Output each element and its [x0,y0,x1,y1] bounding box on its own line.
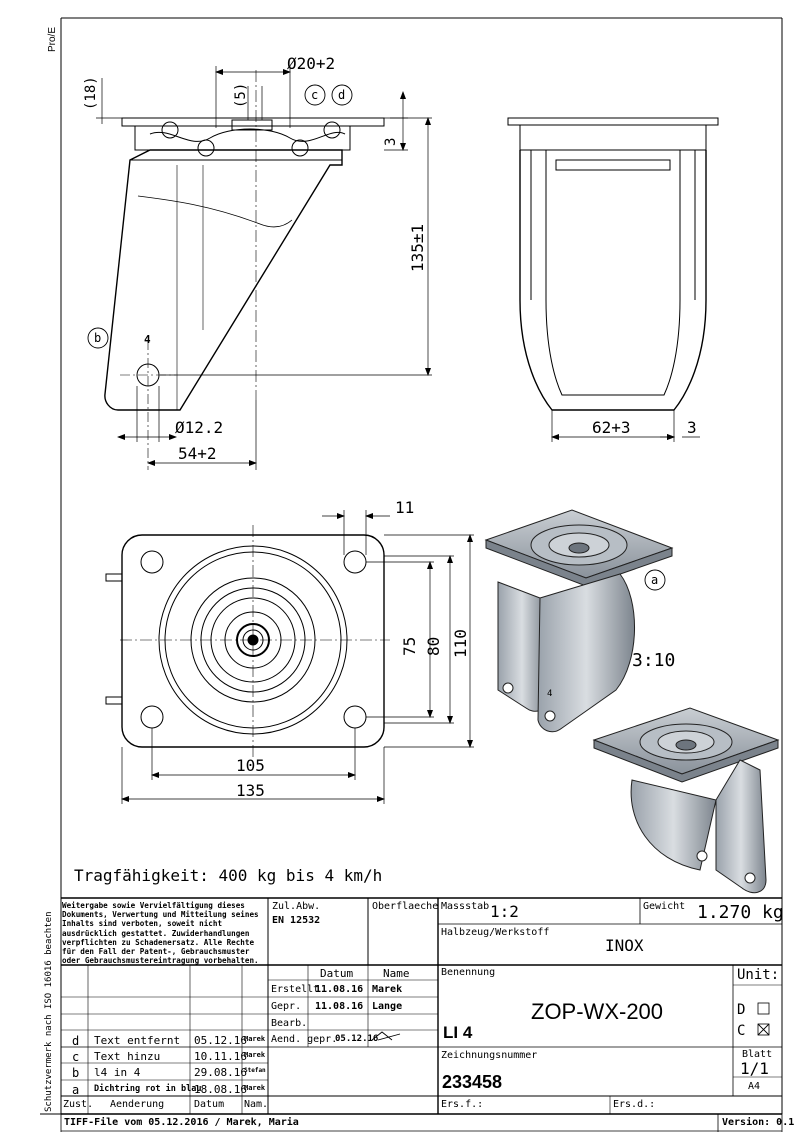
zeichnungsnummer-value: 233458 [442,1072,503,1092]
footer-file: TIFF-File vom 05.12.2016 / Marek, Maria [64,1117,299,1128]
werkstoff-value: INOX [605,936,644,955]
rev-zust: c [72,1050,80,1064]
li-value: LI 4 [443,1023,473,1042]
erstellt-datum: 11.08.16 [315,984,364,995]
aend-datum: 05.12.16 [335,1034,379,1044]
rev-text: Dichtring rot in blau [94,1084,202,1094]
iso-scale: 3:10 [632,650,676,671]
ersf-label: Ers.f.: [441,1099,484,1110]
rev-name: Marek [244,1035,266,1043]
title-block-lines [60,897,783,1132]
rev-text: Text entfernt [94,1034,181,1047]
callout-a: a [651,573,659,587]
hole-mark: 4 [144,333,151,346]
blatt-label: Blatt [742,1049,773,1060]
rev-name: Marek [244,1084,266,1092]
zul-abw-value: EN 12532 [272,915,321,926]
dim-d11: 11 [395,498,415,517]
gepr-datum: 11.08.16 [315,1001,364,1012]
halbzeug-label: Halbzeug/Werkstoff [441,927,550,938]
rev-header-aenderung: Aenderung [110,1099,165,1110]
ersd-label: Ers.d.: [613,1099,656,1110]
benennung-value: ZOP-WX-200 [531,999,664,1024]
rev-header-name: Nam. [244,1099,269,1110]
dim-d62: 62+3 [592,418,631,437]
dim-plan-135: 135 [236,781,265,800]
unit-label: Unit: [737,967,780,983]
iso-mark: 4 [547,689,553,699]
iso-view-front [484,509,674,733]
oberflaeche-label: Oberflaeche [372,901,439,912]
rev-zust: b [72,1066,80,1080]
dim-d135: 135±1 [408,223,427,272]
rev-header-zust: Zust. [63,1099,94,1110]
dim-front-3: 3 [687,418,697,437]
dim-d105: 105 [236,756,265,775]
erstellt-label: Erstellt [271,984,320,995]
dim-d80: 80 [424,636,443,656]
rev-datum: 29.08.16 [194,1066,247,1079]
format: A4 [748,1081,761,1092]
callout-d: d [338,88,346,102]
dim-d110: 110 [451,629,470,658]
side-tag: Pro/E [47,26,58,52]
rev-name: Stefan [244,1067,266,1074]
dim-side-3: 3 [383,137,399,146]
rev-datum: 10.11.16 [194,1050,247,1063]
zul-abw-label: Zul.Abw. [272,901,321,912]
front-view-dimensions [551,410,700,442]
unit-c: C [737,1023,746,1039]
erstellt-name: Marek [372,984,403,995]
callout-b: b [94,331,102,345]
dim-d18: (18) [83,76,99,110]
side-view [104,70,385,470]
callout-circles [87,84,666,591]
rev-datum: 05.12.16 [194,1034,247,1047]
dim-d54: 54+2 [178,444,217,463]
gepr-name: Lange [372,1001,403,1012]
dim-d20: Ø20+2 [287,54,336,73]
col-name: Name [383,967,410,980]
side-view-dimensions [96,66,432,470]
front-view [507,117,719,411]
col-datum: Datum [320,967,354,980]
blatt-value: 1/1 [740,1059,769,1078]
aend-label: Aend. gepr. [271,1034,338,1045]
dim-d12: Ø12.2 [175,418,224,437]
rev-name: Marek [244,1051,266,1059]
rev-datum: 18.08.16 [194,1083,247,1096]
callout-c: c [311,88,319,102]
dim-d75: 75 [400,636,419,656]
capacity-note: Tragfähigkeit: 400 kg bis 4 km/h [74,866,383,885]
rev-text: l4 in 4 [94,1066,141,1079]
rev-header-datum: Datum [194,1099,225,1110]
iso-view-rear [592,707,780,894]
plan-view-dimensions [121,510,474,804]
gewicht-value: 1.270 kg [697,902,784,923]
protection-note: Schutzvermerk nach ISO 16016 beachten [44,911,54,1112]
rev-zust: a [72,1083,80,1097]
gewicht-label: Gewicht [643,901,686,912]
massstab-label: Massstab [441,901,490,912]
unit-d: D [737,1002,746,1018]
gepr-label: Gepr. [271,1001,302,1012]
massstab-value: 1:2 [490,902,519,921]
plan-view [105,525,390,760]
bearb-label: Bearb. [271,1018,308,1029]
copyright-note: Weitergabe sowie Vervielfältigung dieses… [62,901,259,966]
rev-text: Text hinzu [94,1050,161,1063]
footer-version: Version: 0.1 [722,1117,795,1128]
rev-zust: d [72,1034,80,1048]
benennung-label: Benennung [441,967,496,978]
zeichnungsnummer-label: Zeichnungsnummer [441,1050,538,1061]
dim-d5: (5) [233,82,249,108]
